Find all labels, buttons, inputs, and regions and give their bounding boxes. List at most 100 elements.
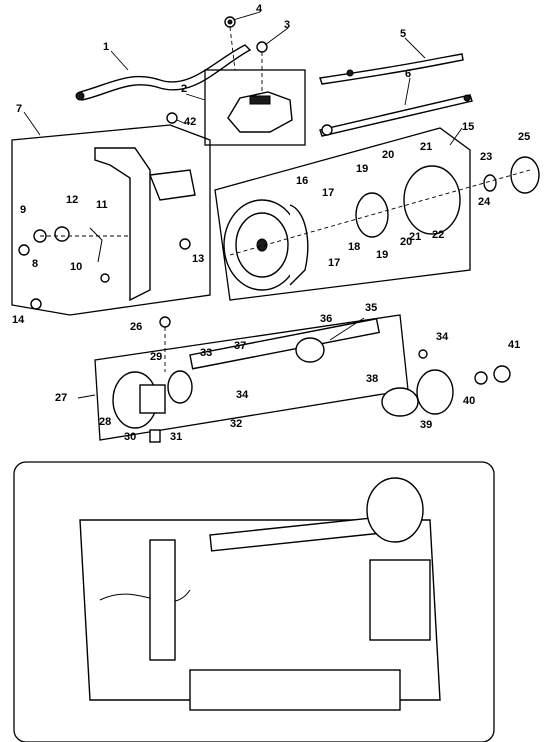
handwheel-axis bbox=[229, 169, 531, 256]
callout-19b: 19 bbox=[376, 249, 388, 261]
screw-part-42 bbox=[166, 112, 178, 124]
callout-34b: 34 bbox=[436, 331, 449, 343]
callout-2: 2 bbox=[181, 83, 187, 95]
counterweight-part-29 bbox=[139, 384, 166, 414]
callout-16: 16 bbox=[296, 175, 308, 187]
callout-1: 1 bbox=[103, 41, 109, 53]
tension-plate bbox=[94, 147, 151, 302]
clutch-plate-part-22 bbox=[403, 165, 461, 235]
callout-6: 6 bbox=[405, 68, 411, 80]
screw-part-13 bbox=[179, 238, 191, 250]
wire-part-11 bbox=[89, 227, 103, 263]
leader-4 bbox=[232, 11, 261, 21]
callout-33: 33 bbox=[200, 347, 212, 359]
gear-part-39 bbox=[416, 369, 454, 415]
handwheel-hub bbox=[256, 238, 268, 252]
spring-part-12 bbox=[54, 226, 70, 242]
nut-part-41 bbox=[493, 365, 511, 383]
callout-24: 24 bbox=[478, 196, 491, 208]
feed-rod-part-6-eye bbox=[321, 124, 333, 136]
nut-part-8 bbox=[18, 244, 30, 256]
part-15-frame bbox=[214, 127, 471, 301]
feed-rod-part-6-end bbox=[463, 94, 471, 102]
callout-19a: 19 bbox=[356, 163, 368, 175]
leader-lines bbox=[23, 11, 463, 399]
callout-23: 23 bbox=[480, 151, 492, 163]
feed-rod-part-5-hole bbox=[346, 69, 354, 77]
callout-17a: 17 bbox=[322, 187, 334, 199]
callout-21a: 21 bbox=[420, 141, 432, 153]
cam-part-33 bbox=[167, 370, 193, 404]
leader-7 bbox=[23, 111, 41, 136]
bracket-part-2-slot bbox=[249, 95, 271, 105]
screw-part-4-center bbox=[227, 19, 233, 25]
callout-29: 29 bbox=[150, 351, 162, 363]
screw-part-14 bbox=[30, 298, 42, 310]
callout-34a: 34 bbox=[236, 389, 249, 401]
callout-12: 12 bbox=[66, 194, 78, 206]
thread-tension-assembly bbox=[11, 124, 211, 316]
leader-5 bbox=[404, 37, 426, 59]
callout-20a: 20 bbox=[382, 149, 394, 161]
callout-13: 13 bbox=[192, 253, 204, 265]
leader-2 bbox=[185, 93, 206, 101]
thread-guide bbox=[149, 169, 196, 201]
callout-31: 31 bbox=[170, 431, 182, 443]
leader-42 bbox=[176, 119, 187, 125]
washer-part-23 bbox=[483, 174, 497, 192]
lever-part-1 bbox=[79, 44, 252, 101]
callout-10: 10 bbox=[70, 261, 82, 273]
handwheel-assembly bbox=[214, 127, 540, 301]
feed-rod-part-5 bbox=[319, 53, 464, 85]
machine-overview-inset bbox=[13, 461, 495, 742]
callout-8: 8 bbox=[32, 258, 38, 270]
callout-labels: 1 2 3 4 5 6 7 8 9 10 11 12 13 14 15 16 1… bbox=[12, 3, 530, 443]
callout-40: 40 bbox=[463, 395, 475, 407]
callout-38: 38 bbox=[366, 373, 378, 385]
leader-27 bbox=[77, 394, 96, 399]
main-shaft-assembly bbox=[94, 314, 409, 443]
leader-1 bbox=[110, 50, 129, 71]
pulley-assembly bbox=[381, 349, 511, 417]
callout-9: 9 bbox=[20, 204, 26, 216]
leader-15 bbox=[449, 127, 463, 146]
callout-7: 7 bbox=[16, 103, 22, 115]
callout-25: 25 bbox=[518, 131, 530, 143]
screw-part-3 bbox=[256, 41, 268, 53]
gear-part-36 bbox=[295, 337, 325, 363]
callout-22: 22 bbox=[432, 229, 444, 241]
screw-part-10 bbox=[100, 273, 110, 283]
callout-3: 3 bbox=[284, 19, 290, 31]
bed-plate bbox=[189, 669, 401, 711]
callout-36: 36 bbox=[320, 313, 332, 325]
part-7-frame bbox=[11, 124, 211, 316]
feed-lever-assembly bbox=[75, 16, 473, 146]
callout-4: 4 bbox=[256, 3, 263, 15]
screw-part-34 bbox=[418, 349, 428, 359]
feed-rod-part-6 bbox=[319, 94, 473, 137]
bracket-part-2 bbox=[227, 91, 293, 133]
callout-11: 11 bbox=[96, 199, 108, 211]
callout-42: 42 bbox=[184, 116, 196, 128]
lever-pivot bbox=[75, 91, 85, 101]
leader-3 bbox=[264, 27, 289, 46]
callout-39: 39 bbox=[420, 419, 432, 431]
callout-5: 5 bbox=[400, 28, 406, 40]
handwheel-rim bbox=[289, 204, 309, 286]
callout-21b: 21 bbox=[409, 231, 421, 243]
motor-housing bbox=[369, 559, 431, 641]
callout-41: 41 bbox=[508, 339, 520, 351]
callout-30: 30 bbox=[124, 431, 136, 443]
callout-18: 18 bbox=[348, 241, 360, 253]
callout-35: 35 bbox=[365, 302, 377, 314]
main-shaft-part-35 bbox=[189, 317, 381, 370]
callout-20b: 20 bbox=[400, 236, 412, 248]
callout-14: 14 bbox=[12, 314, 25, 326]
part-2-frame bbox=[204, 69, 306, 146]
callout-28: 28 bbox=[99, 416, 111, 428]
callout-27: 27 bbox=[55, 392, 67, 404]
leader-6 bbox=[404, 77, 411, 106]
bushing-part-38 bbox=[381, 387, 419, 417]
callout-32: 32 bbox=[230, 418, 242, 430]
